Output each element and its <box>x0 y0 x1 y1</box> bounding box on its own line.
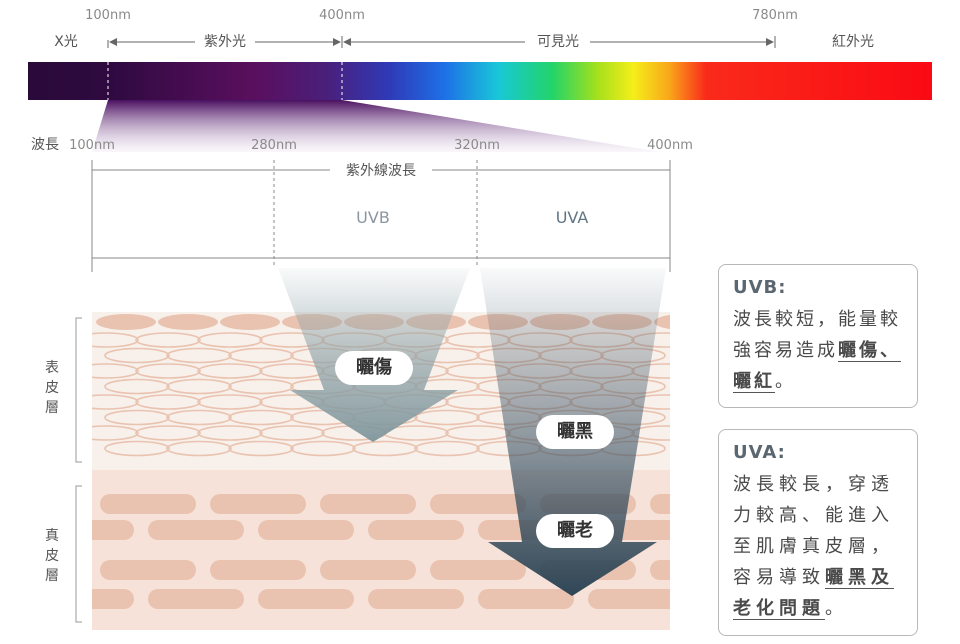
uv-tick-320: 320nm <box>454 138 500 153</box>
uva-info-text: 波長較長，穿透力較高、能進入至肌膚真皮層，容易導致曬黑及老化問題。 <box>733 469 903 624</box>
dermis-fiber <box>258 589 354 609</box>
uvb-info-desc: 波長較短，能量較強容易造成 <box>733 309 901 361</box>
epidermis-cell <box>228 378 294 395</box>
tanning-badge: 曬黑 <box>536 415 614 449</box>
dermis-bracket <box>75 485 82 623</box>
epidermis-cell <box>197 363 263 379</box>
epidermis-cell <box>414 409 480 426</box>
epidermis-bracket <box>75 317 82 463</box>
dermis-label-char3: 層 <box>45 568 59 584</box>
dermis-fiber <box>588 589 670 609</box>
dermis-fiber <box>430 494 526 514</box>
uv-tick-100: 100nm <box>69 138 115 153</box>
epidermis-cell <box>259 425 325 441</box>
spectrum-tick-780: 780nm <box>752 8 798 23</box>
epidermis-cell <box>166 378 232 395</box>
epidermis-cell <box>104 378 170 395</box>
epidermis-cell <box>104 440 170 457</box>
uv-tick-400: 400nm <box>647 138 693 153</box>
dermis-label-char2: 皮 <box>45 548 59 564</box>
epidermis-cell <box>414 440 480 457</box>
epidermis-cell <box>228 409 294 426</box>
epidermis-cell <box>166 409 232 426</box>
dermis-fiber <box>650 560 670 580</box>
dermis-fiber <box>0 494 86 514</box>
epidermis-top-cell <box>158 314 218 330</box>
dermis-fiber <box>368 589 464 609</box>
dermis-fiber <box>320 560 416 580</box>
epidermis-label-char3: 層 <box>45 400 59 416</box>
zoom-cone <box>92 100 660 152</box>
dermis-fiber <box>258 520 354 540</box>
epidermis-cell <box>166 347 232 364</box>
dermis-fiber <box>650 494 670 514</box>
aging-badge: 曬老 <box>536 514 614 548</box>
epidermis-cell <box>104 347 170 364</box>
label-uva: UVA <box>556 208 589 227</box>
dermis-fiber <box>0 560 86 580</box>
epidermis-cell <box>135 363 201 379</box>
uva-info-end: 。 <box>825 598 848 619</box>
epidermis-cell <box>92 363 139 379</box>
spectrum-tick-100: 100nm <box>85 8 131 23</box>
dermis-fiber <box>368 520 464 540</box>
dermis-cells <box>0 494 670 609</box>
epidermis-cell <box>104 409 170 426</box>
spectrum-bar <box>28 62 932 100</box>
label-wavelength: 波長 <box>31 137 59 153</box>
epidermis-cell <box>92 394 139 410</box>
uvb-info-highlight-sunburn: 曬傷、 <box>838 340 901 362</box>
uva-info-highlight-aging: 老化問題 <box>733 598 825 620</box>
uva-info-desc: 波長較長，穿透力較高、能進入至肌膚真皮層，容易導致 <box>733 474 894 588</box>
dermis-fiber <box>100 560 196 580</box>
dermis-fiber <box>210 560 306 580</box>
dermis-label-char1: 真 <box>45 528 59 544</box>
epidermis-cell <box>135 394 201 410</box>
dermis-fiber <box>92 520 134 540</box>
sunburn-badge: 曬傷 <box>335 351 413 385</box>
dermis-fiber <box>100 494 196 514</box>
label-visible-light: 可見光 <box>537 34 579 50</box>
dermis-fiber <box>478 589 574 609</box>
uvb-info-end: 。 <box>775 371 796 392</box>
epidermis-cell <box>290 440 356 457</box>
dermis-fiber <box>148 589 244 609</box>
epidermis-cell <box>197 332 263 348</box>
epidermis-cell <box>352 440 418 457</box>
epidermis-cell <box>92 332 139 348</box>
uv-tick-280: 280nm <box>251 138 297 153</box>
epidermis-cell <box>197 425 263 441</box>
dermis-fiber <box>148 520 244 540</box>
label-uvb: UVB <box>356 208 390 227</box>
label-xray: X光 <box>54 34 78 50</box>
uvb-info-title: UVB: <box>733 277 787 298</box>
label-infrared: 紅外光 <box>832 34 874 50</box>
epidermis-cell <box>228 440 294 457</box>
label-uv-wavelength: 紫外線波長 <box>346 163 416 179</box>
uva-info-highlight-tanning: 曬黑及 <box>825 567 894 589</box>
uva-info-title: UVA: <box>733 442 786 463</box>
label-uv-light: 紫外光 <box>204 34 246 50</box>
epidermis-cell <box>92 425 139 441</box>
epidermis-label-char1: 表 <box>45 360 59 376</box>
epidermis-label-char2: 皮 <box>45 380 59 396</box>
epidermis-cell <box>166 440 232 457</box>
uvb-info-text: 波長較短，能量較強容易造成曬傷、曬紅。 <box>733 304 903 397</box>
epidermis-top-cell <box>654 314 670 330</box>
dermis-fiber <box>430 560 526 580</box>
epidermis-cell <box>135 425 201 441</box>
epidermis-top-cell <box>96 314 156 330</box>
epidermis-cell <box>197 394 263 410</box>
dermis-fiber <box>92 589 134 609</box>
dermis-fiber <box>320 494 416 514</box>
uvb-info-highlight-redness: 曬紅 <box>733 371 775 393</box>
uvb-info-box: UVB: 波長較短，能量較強容易造成曬傷、曬紅。 <box>718 264 918 408</box>
epidermis-cell <box>228 347 294 364</box>
spectrum-tick-400: 400nm <box>319 8 365 23</box>
dermis-fiber <box>210 494 306 514</box>
uva-info-box: UVA: 波長較長，穿透力較高、能進入至肌膚真皮層，容易導致曬黑及老化問題。 <box>718 429 918 636</box>
epidermis-top-cell <box>220 314 280 330</box>
epidermis-cell <box>135 332 201 348</box>
